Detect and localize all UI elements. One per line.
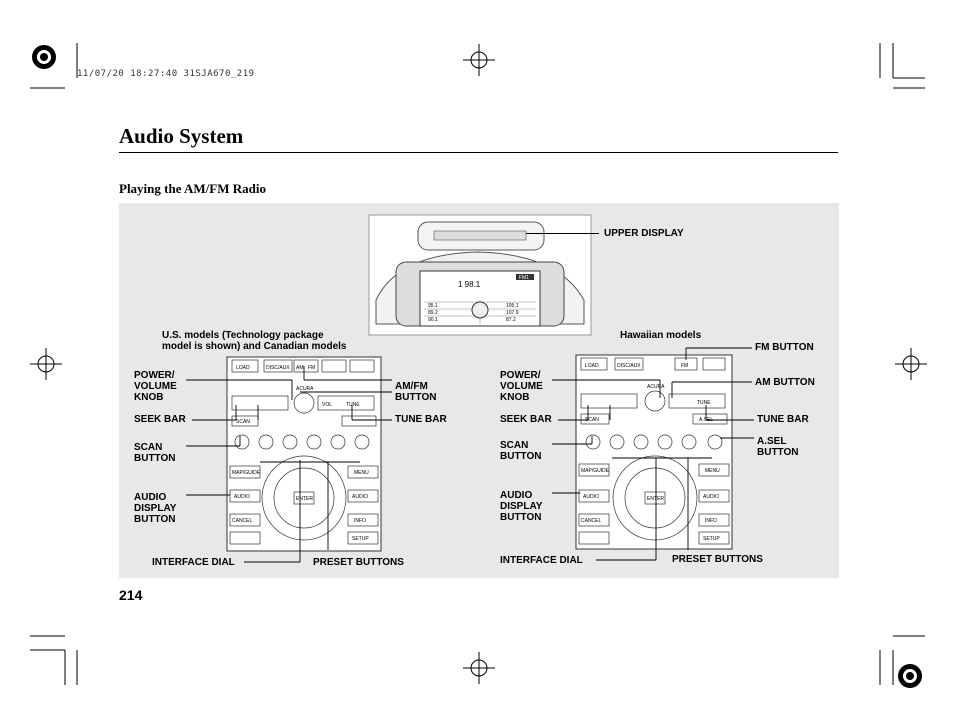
key-fm: FM: [681, 363, 688, 369]
key-audio: AUDIO: [234, 494, 250, 500]
brand-logo: ACURA: [296, 386, 314, 392]
preset-display-3: 90.1: [428, 317, 438, 323]
key-map: MAP/GUIDE: [232, 470, 261, 476]
key-load: LOAD: [236, 365, 250, 371]
print-meta: 11/07/20 18:27:40 31SJA670_219: [77, 69, 255, 79]
upper-display-illustration: FM1 1 98.1 95.1 89.2 90.1 105.1 107.9 87…: [368, 214, 592, 336]
label-audio-display-button-left: AUDIO DISPLAY BUTTON: [134, 492, 177, 525]
key-info: INFO: [705, 518, 717, 524]
preset-display-6: 87.2: [506, 317, 516, 323]
page-number: 214: [119, 587, 143, 603]
right-audio-panel: LOAD DISC/AUX FM ACURA TUNE SCAN A.SEL M…: [575, 354, 733, 550]
label-asel-button: A.SEL BUTTON: [757, 436, 799, 458]
key-audio-right: AUDIO: [703, 494, 719, 500]
display-band: FM1: [519, 275, 529, 281]
key-audio-right: AUDIO: [352, 494, 368, 500]
label-fm-button: FM BUTTON: [755, 342, 814, 353]
key-am: AM: [296, 365, 304, 371]
key-tune: TUNE: [697, 400, 711, 406]
label-power-volume-knob-right: POWER/ VOLUME KNOB: [500, 370, 543, 403]
preset-display-5: 107.9: [506, 310, 519, 316]
key-info: INFO: [354, 518, 366, 524]
label-interface-dial-left: INTERFACE DIAL: [152, 557, 235, 568]
upper-display-label: UPPER DISPLAY: [604, 228, 684, 239]
brand-logo: ACURA: [647, 384, 665, 390]
key-setup: SETUP: [352, 536, 369, 542]
page-title: Audio System: [119, 124, 244, 148]
left-unit-caption: U.S. models (Technology package model is…: [162, 330, 347, 352]
key-load: LOAD: [585, 363, 599, 369]
key-tune: TUNE: [346, 402, 360, 408]
label-power-volume-knob-left: POWER/ VOLUME KNOB: [134, 370, 177, 403]
preset-display-4: 105.1: [506, 303, 519, 309]
label-scan-button-right: SCAN BUTTON: [500, 440, 542, 462]
label-am-button: AM BUTTON: [755, 377, 815, 388]
left-audio-panel: LOAD DISC/AUX AM FM ACURA VOL TUNE SCAN …: [226, 356, 382, 552]
key-disc: DISC/AUX: [617, 363, 641, 369]
label-scan-button-left: SCAN BUTTON: [134, 442, 176, 464]
key-map: MAP/GUIDE: [581, 468, 610, 474]
label-seek-bar-right: SEEK BAR: [500, 414, 552, 425]
label-tune-bar-left: TUNE BAR: [395, 414, 447, 425]
key-cancel: CANCEL: [581, 518, 602, 524]
title-rule: [119, 152, 838, 153]
key-menu: MENU: [705, 468, 720, 474]
leader-upper-display: [526, 233, 599, 234]
label-preset-buttons-right: PRESET BUTTONS: [672, 554, 763, 565]
key-menu: MENU: [354, 470, 369, 476]
right-unit-caption: Hawaiian models: [620, 330, 702, 341]
key-enter: ENTER: [296, 496, 313, 502]
key-fm: FM: [308, 365, 315, 371]
key-scan: SCAN: [585, 417, 599, 423]
key-cancel: CANCEL: [232, 518, 253, 524]
label-seek-bar-left: SEEK BAR: [134, 414, 186, 425]
label-interface-dial-right: INTERFACE DIAL: [500, 555, 583, 566]
preset-display-1: 95.1: [428, 303, 438, 309]
label-audio-display-button-right: AUDIO DISPLAY BUTTON: [500, 490, 543, 523]
display-frequency: 1 98.1: [458, 280, 481, 289]
key-scan: SCAN: [236, 419, 250, 425]
label-amfm-button: AM/FM BUTTON: [395, 381, 437, 403]
key-disc: DISC/AUX: [266, 365, 290, 371]
section-heading: Playing the AM/FM Radio: [119, 181, 266, 196]
key-setup: SETUP: [703, 536, 720, 542]
key-vol: VOL: [322, 402, 332, 408]
label-tune-bar-right: TUNE BAR: [757, 414, 809, 425]
label-preset-buttons-left: PRESET BUTTONS: [313, 557, 404, 568]
preset-display-2: 89.2: [428, 310, 438, 316]
key-audio: AUDIO: [583, 494, 599, 500]
